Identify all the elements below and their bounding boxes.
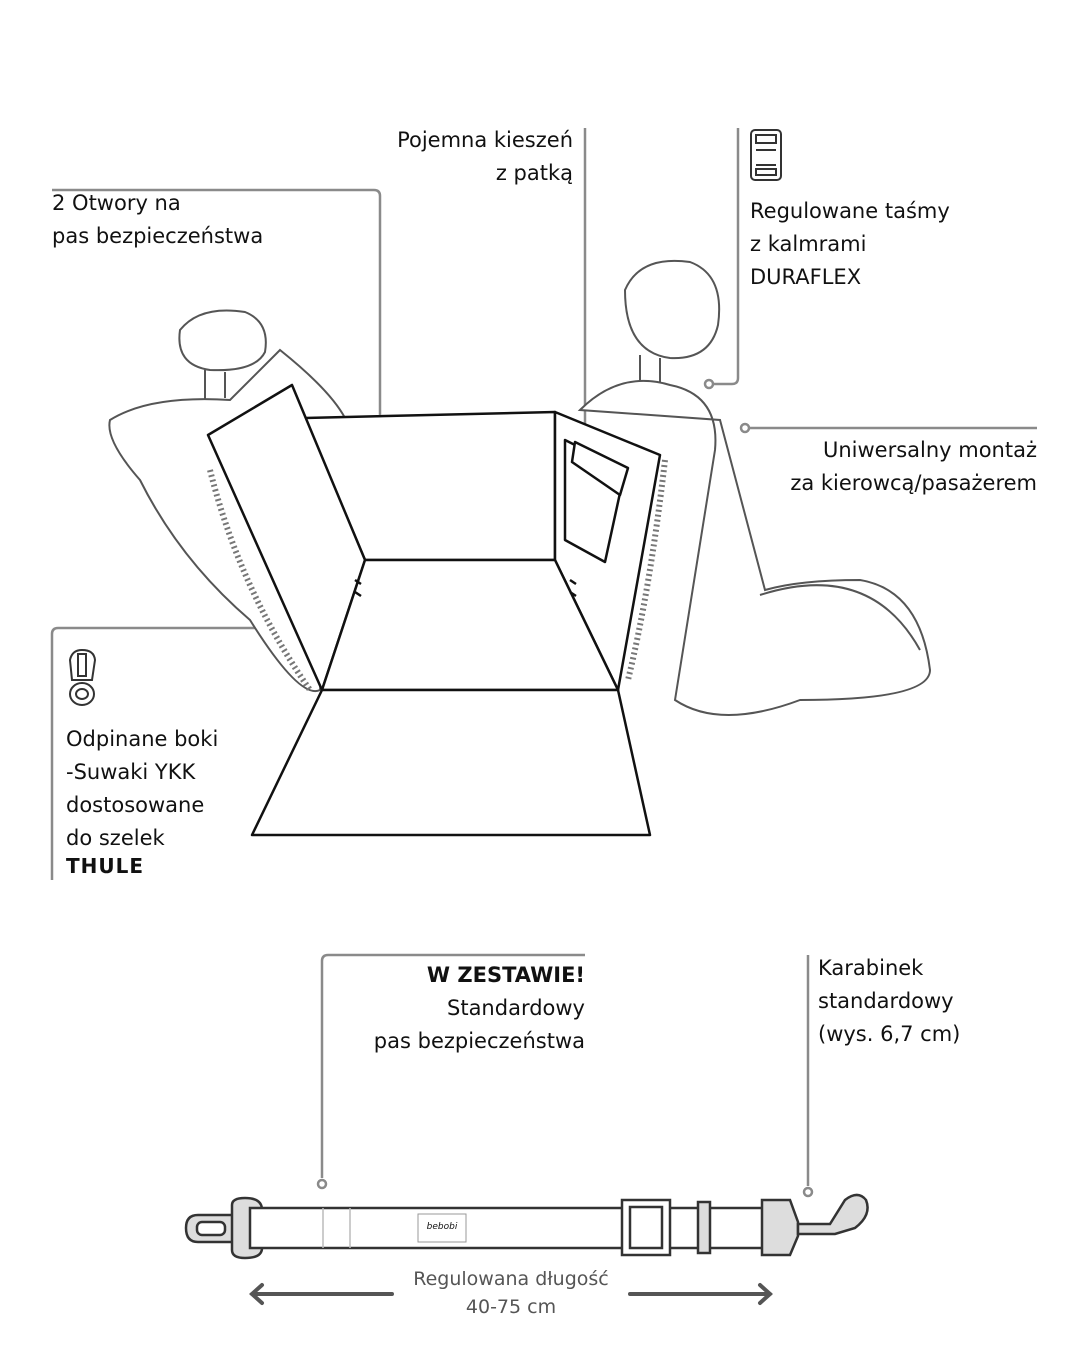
label-line: pas bezpieczeństwa [373,1029,585,1053]
label-included: W ZESTAWIE! Standardowy pas bezpieczeńst… [374,959,585,1058]
label-line: DURAFLEX [750,265,862,289]
label-line: za kierowcą/pasażerem [790,471,1037,495]
label-line: 2 Otwory na [52,191,181,215]
label-line: do szelek [66,826,165,850]
label-line: pas bezpieczeństwa [52,224,264,248]
label-line: Standardowy [447,996,585,1020]
label-line: z kalmrami [750,232,867,256]
label-line: Odpinane boki [66,727,219,751]
label-line: Uniwersalny montaż [822,438,1037,462]
label-mount: Uniwersalny montaż za kierowcą/pasażerem [790,434,1037,500]
label-line: Karabinek [818,956,924,980]
label-carabiner: Karabinek standardowy (wys. 6,7 cm) [818,952,960,1051]
zipper-marks [207,459,668,836]
label-straps: Regulowane taśmy z kalmrami DURAFLEX [750,195,950,294]
right-seat-sketch [577,259,932,716]
label-line: (wys. 6,7 cm) [818,1022,961,1046]
label-line: -Suwaki YKK [66,760,196,784]
label-line: 40-75 cm [465,1296,557,1318]
buckle-icon [750,129,782,181]
label-sides: Odpinane boki -Suwaki YKK dostosowane do… [66,723,218,855]
label-belt-holes: 2 Otwory na pas bezpieczeństwa [52,187,263,253]
label-pocket-line: z patką [495,161,573,185]
label-included-heading: W ZESTAWIE! [426,963,585,987]
label-line: Regulowane taśmy [750,199,950,223]
length-arrows [249,1283,773,1305]
label-line: standardowy [818,989,954,1013]
label-line: dostosowane [66,793,205,817]
label-length: Regulowana długość 40-75 cm [391,1265,631,1321]
zipper-icon [68,648,97,706]
seat-cover-sketch [206,383,662,837]
label-line: Regulowana długość [413,1268,609,1290]
leash-sketch [184,1193,869,1260]
label-pocket-line: Pojemna kieszeń [397,128,573,152]
label-pocket: Pojemna kieszeń z patką [397,124,573,190]
leash-logo: bebobi [426,1222,458,1232]
thule-logo: THULE [66,854,145,878]
